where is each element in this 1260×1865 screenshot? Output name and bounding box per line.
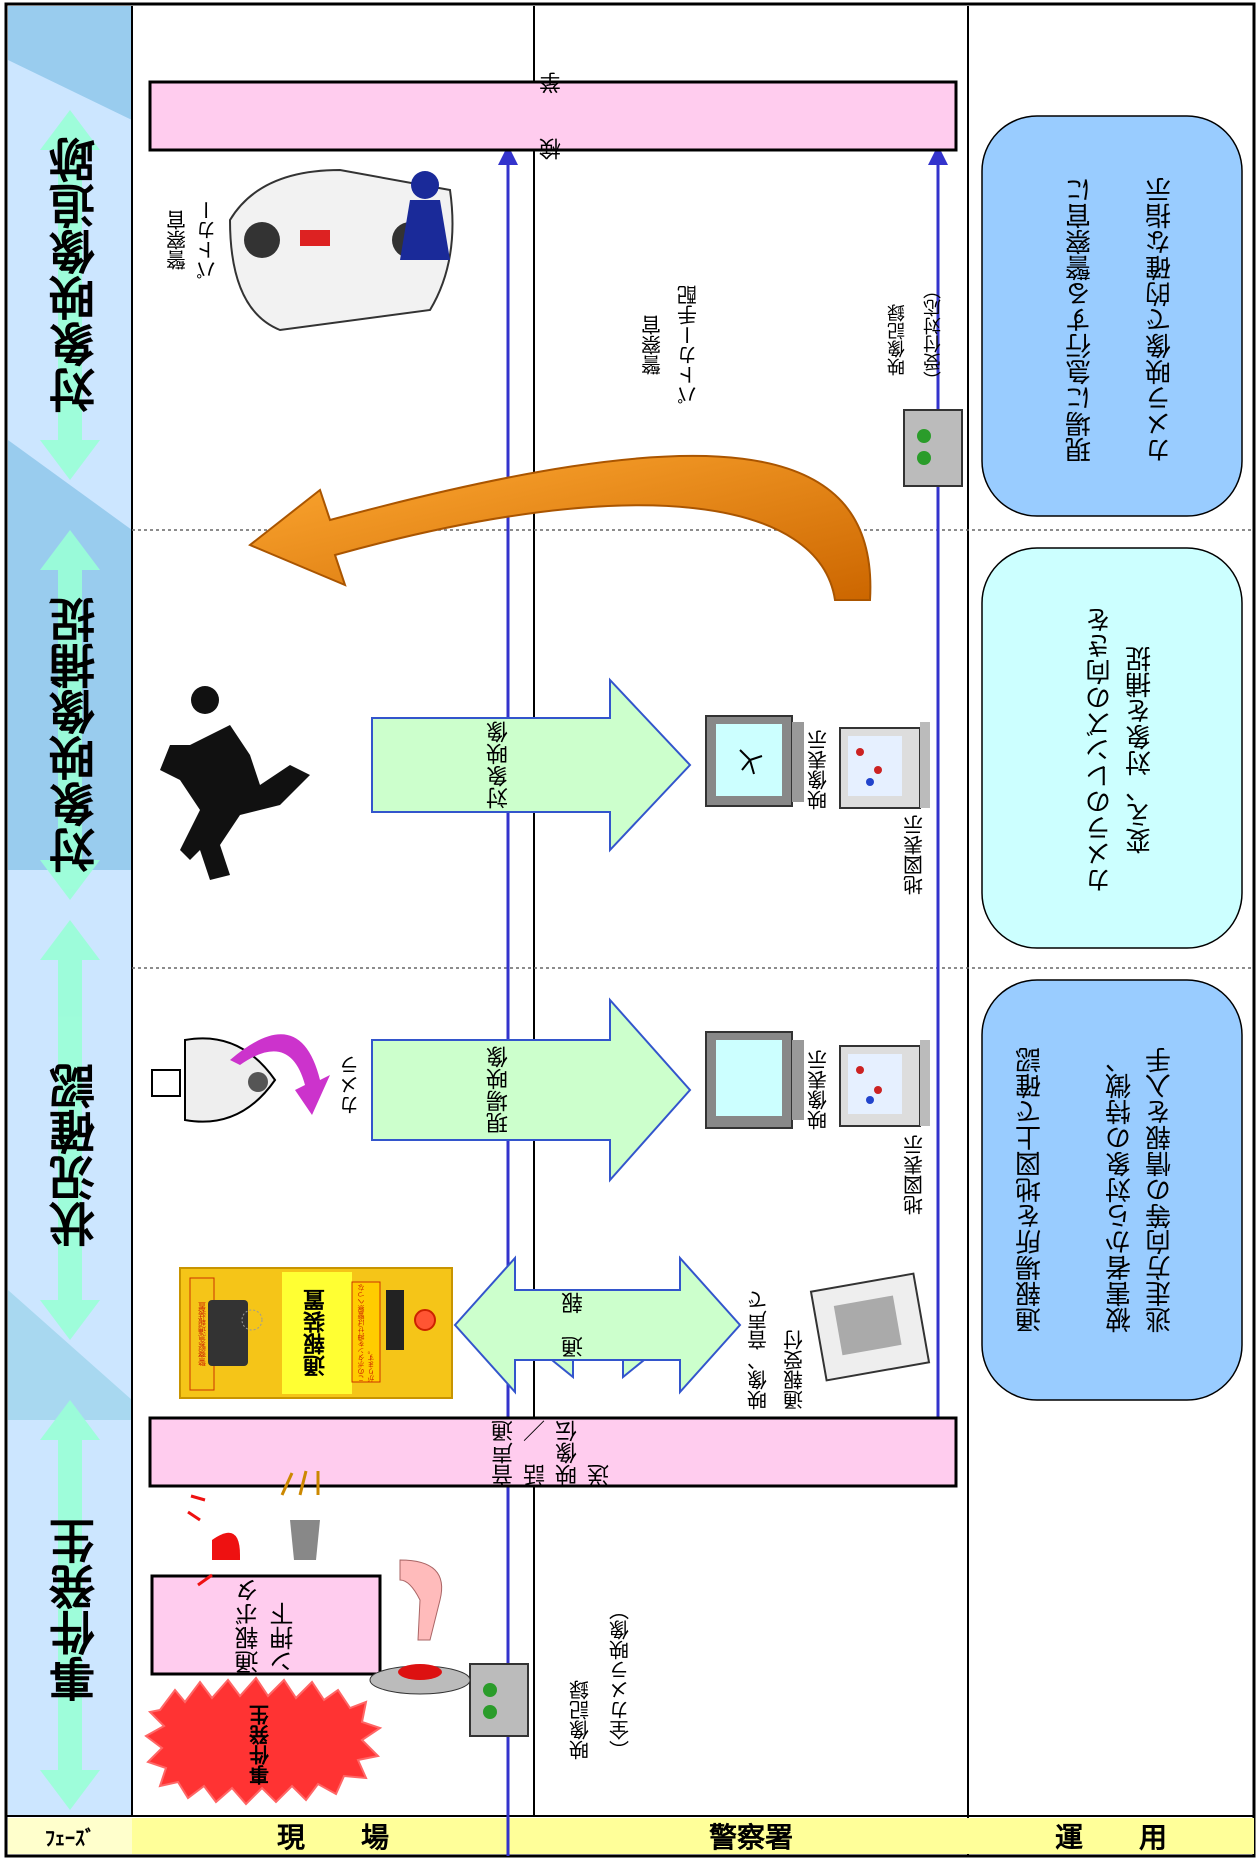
- speaker-icon: [280, 1470, 320, 1560]
- voice-video-box: [148, 1416, 958, 1488]
- arrest-box: [148, 80, 958, 152]
- report-receive-label-1: 映像、音声で: [746, 1290, 771, 1410]
- ops-box-1-line-1: 通報場所を地図上で確認: [1015, 1047, 1046, 1333]
- phase-label-check: 状況確認: [48, 1063, 102, 1247]
- device-label: 通報装置: [304, 1289, 329, 1377]
- phase-header-cell: [8, 1818, 132, 1854]
- monitor-icon-1: [705, 1031, 804, 1129]
- video-record-2-sub: （受付対応）: [923, 281, 944, 389]
- police-officer-icon: [400, 171, 450, 260]
- dispatch-curve-arrow: [248, 454, 872, 601]
- report-button-label: 通報ボタン押下: [235, 1578, 298, 1674]
- phase-label-incident: 事件発生: [48, 1518, 102, 1702]
- ops-box-2: [981, 547, 1243, 949]
- ops-box-3-line-1: 現場に急行する警察官に: [1065, 177, 1096, 463]
- report-arrow-label: 通 報: [562, 1292, 587, 1358]
- patrol-car-icon: [228, 168, 454, 332]
- patrol-label: パトカー: [195, 200, 220, 280]
- map-display-label-1: 地図表示: [902, 1135, 927, 1215]
- recorder-icon-2: [903, 409, 963, 487]
- map-terminal-icon-2: [839, 722, 930, 809]
- voice-video-label: 音声通話 ／ 映像伝送: [492, 1398, 613, 1486]
- camera-label: カメラ: [338, 1055, 363, 1115]
- camera-icon: [151, 1034, 330, 1123]
- arrest-label: 検 挙: [540, 72, 565, 160]
- phase-label-track: 対象映像追跡: [48, 137, 102, 413]
- video-display-label-1: 映像表示: [806, 1050, 831, 1130]
- dispatch-label-2: パトカー手配: [676, 285, 701, 405]
- video-record-2-label: 映像記録: [887, 304, 908, 376]
- row-label-police-text: 警察署: [708, 1821, 793, 1854]
- device-banner: 警察緊急通報装置: [197, 1302, 207, 1366]
- incident-burst-label: 事件発生: [248, 1705, 273, 1785]
- dispatch-label-1: 警察官: [640, 315, 665, 375]
- scene-video-arrow: [371, 997, 692, 1183]
- row-label-field: [132, 1818, 534, 1854]
- ops-box-1: [981, 979, 1243, 1401]
- phase-label-capture: 対象映像捕捉: [48, 597, 102, 873]
- ops-box-1-line-3: 逃走方向等の情報を入手: [1145, 1047, 1176, 1333]
- phase-header-label: ﾌｪｰｽﾞ: [45, 1825, 95, 1850]
- map-display-label-2: 地図表示: [902, 815, 927, 895]
- incident-burst-shape: [144, 1676, 383, 1806]
- hand-button-icon: [369, 1559, 471, 1695]
- officer-label: 警察官: [165, 210, 190, 270]
- report-button-box: [150, 1574, 382, 1676]
- ops-box-2-line-2: 変え、対象を捕捉: [1125, 646, 1156, 854]
- ops-box-1-line-2: 被害者から対象の特徴、: [1105, 1047, 1136, 1333]
- video-record-full-sub: （全カメラ映像）: [608, 1600, 633, 1760]
- suspect-icon: [160, 686, 310, 880]
- ops-box-2-line-1: カメラのレンズの向きを: [1085, 607, 1116, 893]
- video-display-label-2: 映像表示: [806, 730, 831, 810]
- scene-video-label: 現場映像: [487, 1046, 512, 1134]
- row-label-ops-text: 運 用: [1054, 1821, 1167, 1854]
- report-receive-label-2: 通報受付: [782, 1330, 807, 1410]
- device-side-text: このボタンを押せば警察へつながります。: [357, 1284, 375, 1382]
- target-video-arrow: [371, 677, 692, 853]
- monitor-icon-2: [705, 715, 804, 807]
- timeline-police-arrowhead: [928, 145, 948, 165]
- row-label-police: [534, 1818, 968, 1854]
- video-record-full-label: 映像記録: [568, 1680, 593, 1760]
- target-video-label: 対象映像: [487, 721, 512, 809]
- recorder-icon-1: [469, 1663, 529, 1737]
- map-terminal-icon-1: [839, 1040, 930, 1127]
- fax-phone-icon: [809, 1272, 931, 1382]
- ops-box-3: [981, 115, 1243, 517]
- timeline-field-arrowhead: [498, 145, 518, 165]
- row-label-ops: [968, 1818, 1254, 1854]
- row-label-field-text: 現 場: [276, 1821, 389, 1854]
- alarm-light-icon: [187, 1494, 240, 1587]
- phase-arrows: [40, 110, 100, 1810]
- report-arrow-body: [453, 1255, 742, 1395]
- report-device-icon: [179, 1267, 453, 1399]
- ops-box-3-line-2: カメラ映像で的確な指示: [1145, 177, 1176, 463]
